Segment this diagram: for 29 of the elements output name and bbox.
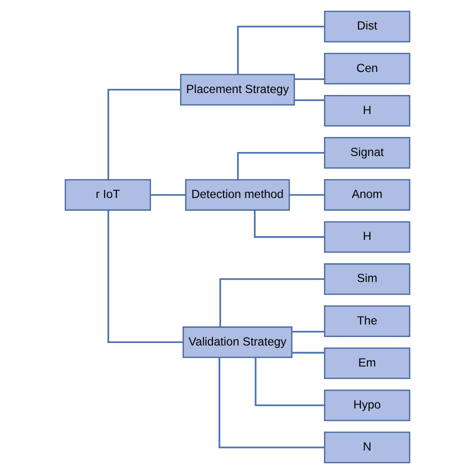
node-box: Sim [323,263,410,295]
node-box: Placement Strategy [180,74,294,106]
connector [106,88,180,180]
node-box: Validation Strategy [182,326,292,358]
connector [236,26,324,74]
connector [106,210,183,344]
connector [236,152,324,180]
node-box: The [323,305,410,337]
connector [253,210,324,238]
node-box: N [323,432,410,464]
node-box: Dist [323,10,410,42]
connector [294,78,324,80]
node-box: Em [323,347,410,380]
connector [288,194,324,196]
node-box: Cen [323,52,410,84]
node-box: H [323,94,410,127]
node-box: Signat [323,137,410,169]
connector [292,352,324,354]
connector [254,358,324,406]
connector [218,278,324,327]
node-box: H [323,221,410,253]
connector [150,194,186,196]
connector [292,330,324,333]
connector [294,99,324,102]
node-box: Hypo [323,390,410,422]
node-box: Detection method [184,179,290,211]
node-box: r IoT [64,179,151,211]
connector [218,358,324,448]
node-box: Anom [323,179,410,211]
